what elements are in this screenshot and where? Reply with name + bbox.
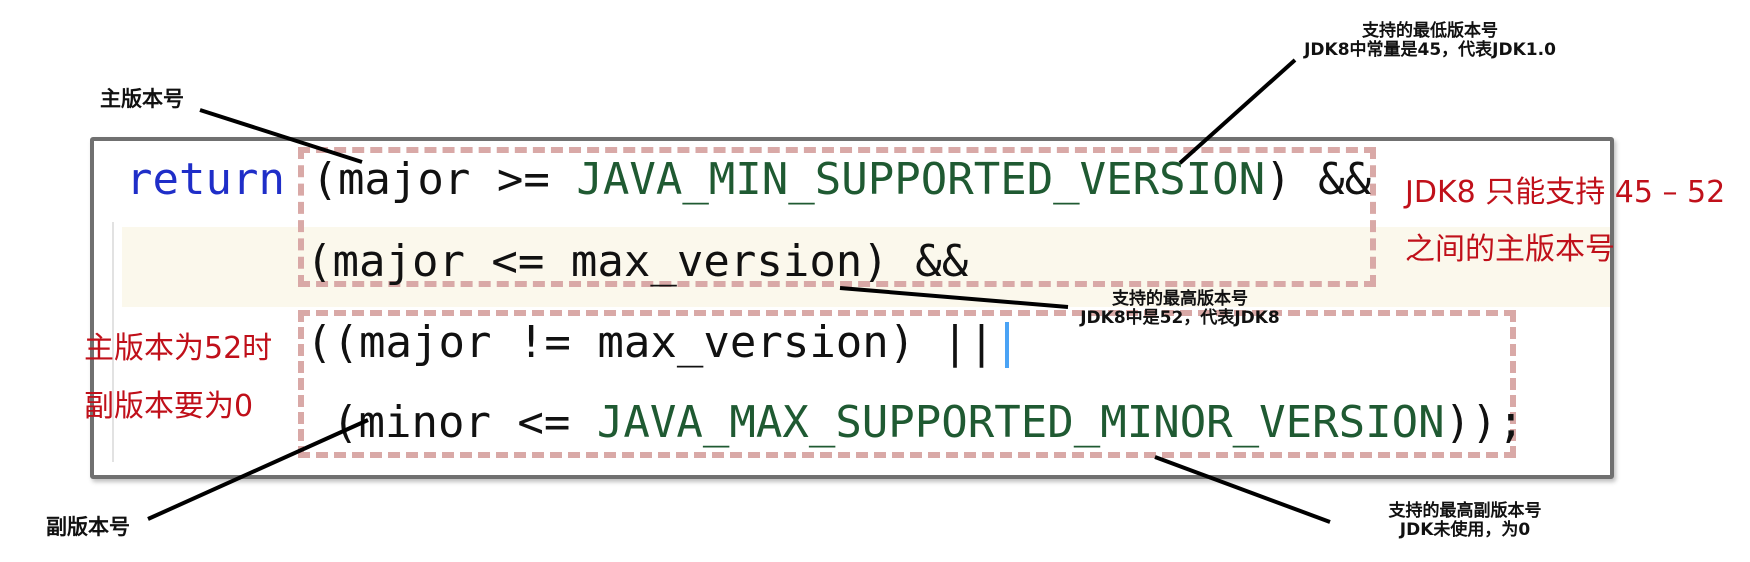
code-text: ((major != max_version) || [306,317,995,368]
major-range-box [298,147,1376,287]
java-max-supported-minor-version: JAVA_MAX_SUPPORTED_MINOR_VERSION [596,397,1445,448]
minor-version-label: 副版本号 [46,515,130,539]
annotation-line: JDK8中是52，代表JDK8 [1080,308,1280,328]
leader-minor [147,418,369,521]
code-text: (minor <= [332,397,597,448]
annotation-line: JDK8中常量是45，代表JDK1.0 [1304,40,1556,60]
text-cursor [1004,322,1009,368]
code-panel [90,137,1614,479]
annotation-line: 支持的最低版本号 [1362,21,1498,41]
range-note-line-1: JDK8 只能支持 45 – 52 [1405,175,1726,210]
return-keyword: return [126,154,285,205]
leader-max-supported [839,286,1069,309]
code-line-4: (minor <= JAVA_MAX_SUPPORTED_MINOR_VERSI… [332,398,1524,448]
leader-max-minor [1154,455,1331,524]
minor-note-line-1: 主版本为52时 [84,331,273,366]
minor-note-line-2: 副版本要为0 [84,389,254,424]
annotation-line: JDK未使用，为0 [1399,520,1531,540]
code-line-1: return (major >= JAVA_MIN_SUPPORTED_VERS… [126,155,1371,205]
highlighted-line [122,227,1610,307]
minor-condition-box [298,310,1516,458]
annotation-line: 支持的最高版本号 [1112,289,1248,309]
leader-major [199,108,363,164]
major-version-label: 主版本号 [100,87,184,111]
code-text: ) && [1265,154,1372,205]
gutter-divider [112,222,114,462]
code-line-2: (major <= max_version) && [306,236,969,287]
max-supported-annotation: 支持的最高版本号 JDK8中是52，代表JDK8 [1060,290,1300,328]
java-min-supported-version: JAVA_MIN_SUPPORTED_VERSION [576,154,1266,205]
annotation-line: 支持的最高副版本号 [1388,501,1542,521]
code-text: (major >= [311,154,577,205]
code-line-3: ((major != max_version) || [306,318,1009,368]
max-minor-supported-annotation: 支持的最高副版本号 JDK未使用，为0 [1355,502,1575,540]
code-text: )); [1444,397,1525,448]
min-supported-annotation: 支持的最低版本号 JDK8中常量是45，代表JDK1.0 [1270,22,1590,60]
leader-min-supported [1178,58,1297,165]
range-note-line-2: 之间的主版本号 [1405,232,1615,267]
